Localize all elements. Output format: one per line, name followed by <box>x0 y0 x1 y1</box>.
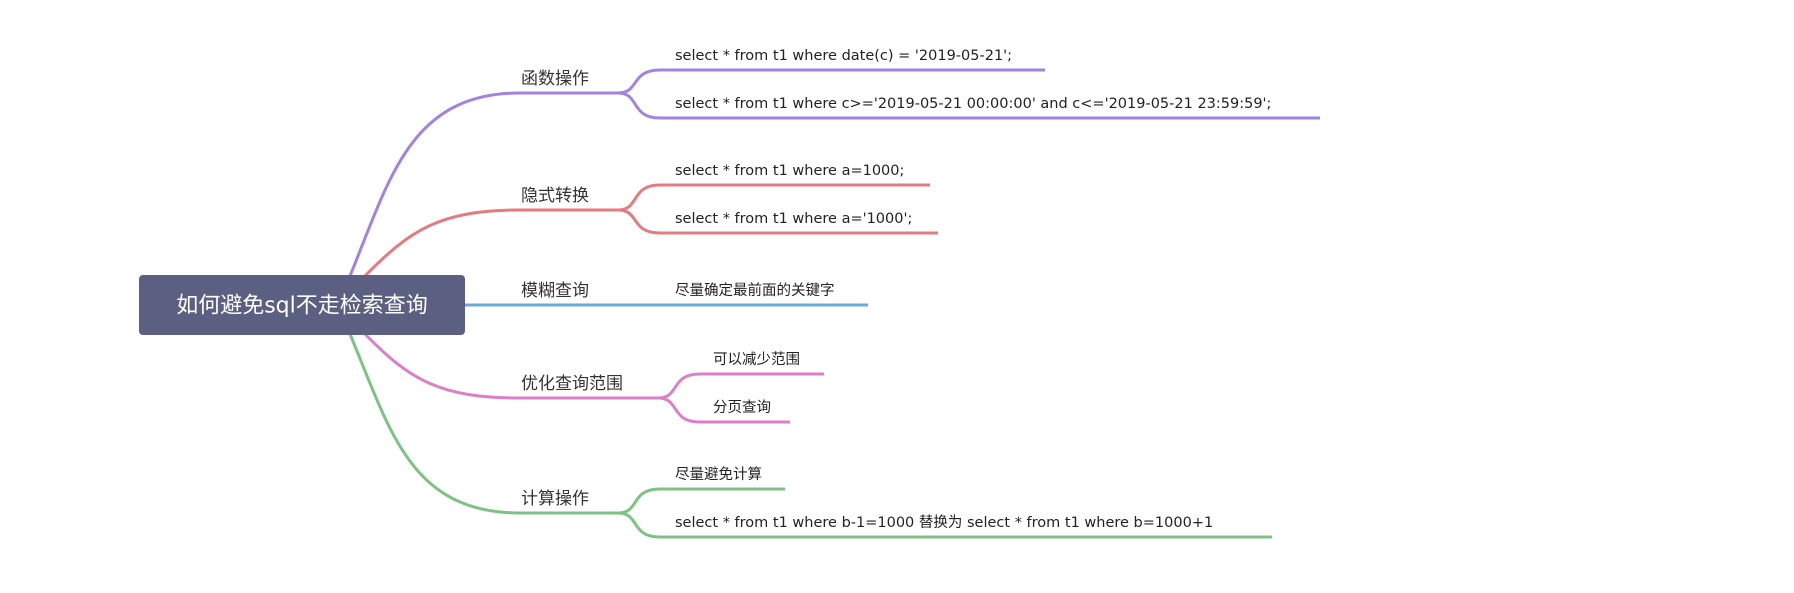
leaf-label-functions-1[interactable]: select * from t1 where date(c) = '2019-0… <box>675 48 1012 64</box>
leaf-label-implicit-2[interactable]: select * from t1 where a='1000'; <box>675 211 912 227</box>
branch-label-optimize-range[interactable]: 优化查询范围 <box>521 374 623 394</box>
leaf-label-calc-1[interactable]: 尽量避免计算 <box>675 466 762 483</box>
branch-label-fuzzy-query[interactable]: 模糊查询 <box>521 281 589 301</box>
connector-leaf-0-1 <box>617 91 661 120</box>
root-node[interactable] <box>139 275 465 335</box>
branch-label-functions[interactable]: 函数操作 <box>521 69 589 89</box>
leaf-label-range-1[interactable]: 可以减少范围 <box>713 351 800 368</box>
connector-leaf-1-0 <box>617 183 661 212</box>
connector-branch-4 <box>348 333 521 515</box>
leaf-label-range-2[interactable]: 分页查询 <box>713 399 771 416</box>
root-label: 如何避免sql不走检索查询 <box>176 294 428 319</box>
leaf-label-fuzzy-1[interactable]: 尽量确定最前面的关键字 <box>675 282 835 299</box>
connector-branch-0 <box>348 91 521 277</box>
connector-leaf-1-1 <box>617 208 661 235</box>
leaf-label-functions-2[interactable]: select * from t1 where c>='2019-05-21 00… <box>675 96 1271 112</box>
connector-branch-3 <box>363 332 521 400</box>
connector-leaf-3-0 <box>657 372 701 400</box>
leaf-label-calc-2[interactable]: select * from t1 where b-1=1000 替换为 sele… <box>675 514 1213 531</box>
branch-label-implicit-conversion[interactable]: 隐式转换 <box>521 186 589 206</box>
connector-leaf-4-1 <box>617 511 661 539</box>
branch-label-calculation[interactable]: 计算操作 <box>521 489 589 509</box>
connector-leaf-4-0 <box>617 487 661 515</box>
leaf-label-implicit-1[interactable]: select * from t1 where a=1000; <box>675 163 904 179</box>
connector-branch-1 <box>363 208 521 278</box>
connector-leaf-0-0 <box>617 68 661 95</box>
connector-leaf-3-1 <box>657 396 701 424</box>
